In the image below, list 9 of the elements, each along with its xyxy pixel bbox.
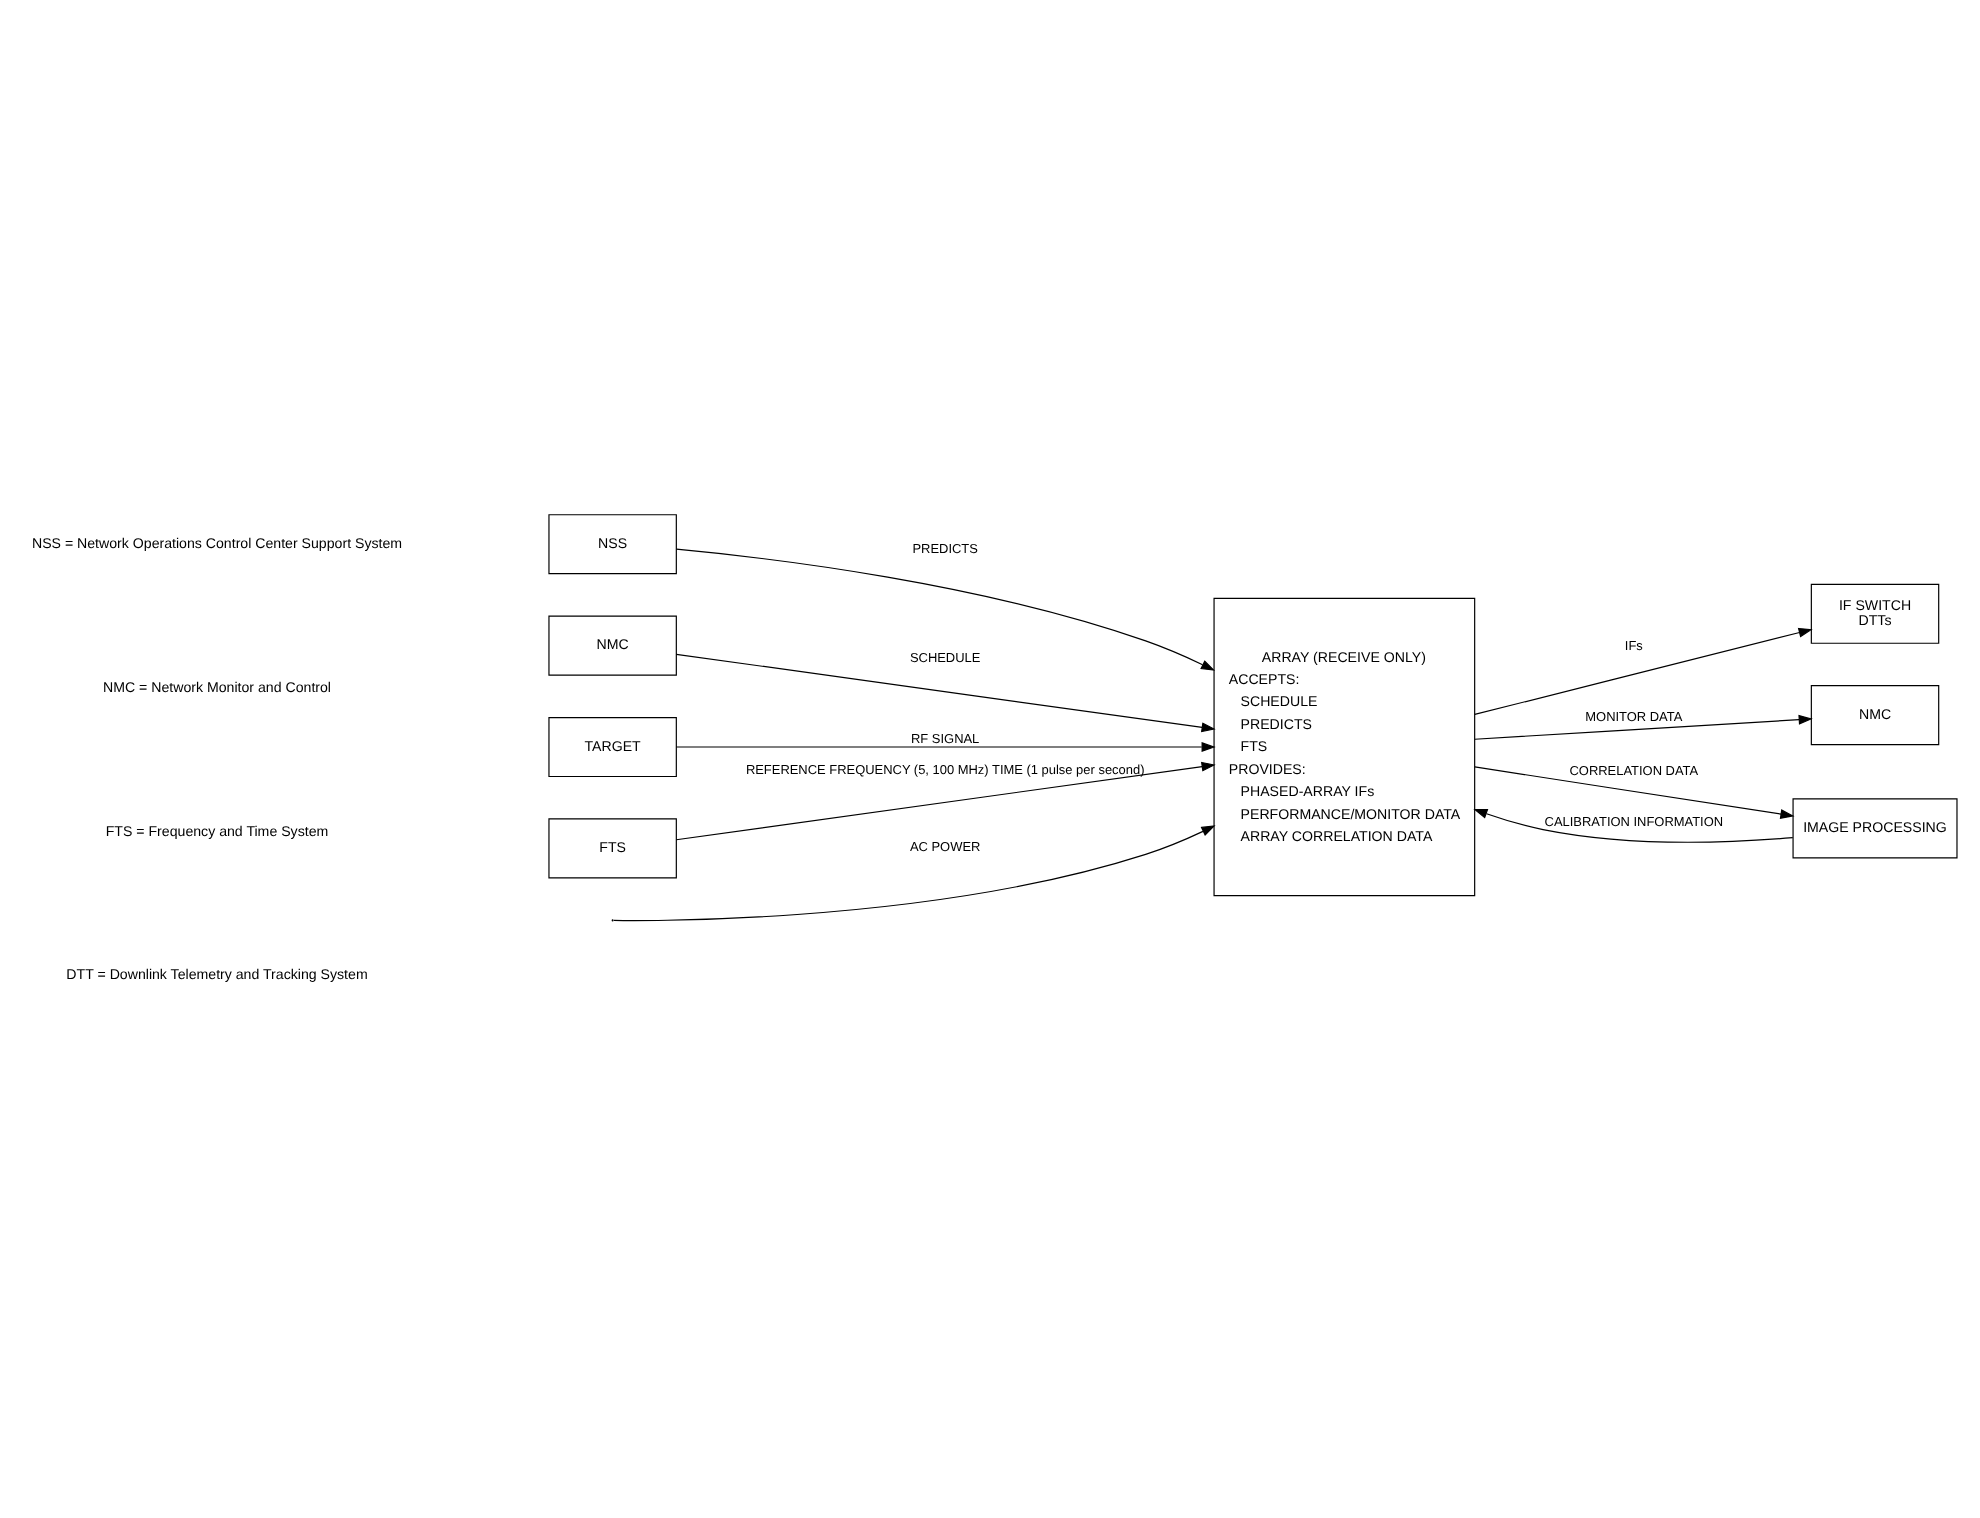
arrow — [1474, 713, 1813, 739]
arrow — [613, 824, 1216, 921]
arrow — [1473, 808, 1794, 842]
arrow — [675, 547, 1216, 670]
arrow — [1474, 765, 1795, 818]
arrow — [675, 760, 1216, 840]
arrow — [675, 652, 1216, 732]
arrow — [675, 741, 1216, 751]
arrow — [1474, 626, 1813, 714]
